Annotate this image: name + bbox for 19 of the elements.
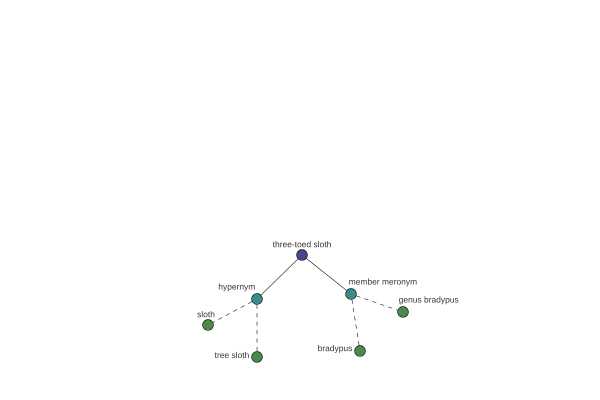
connector-line: [212, 301, 252, 323]
node-label: three-toed sloth: [272, 241, 331, 248]
graph-node: three-toed sloth: [272, 241, 331, 261]
graph-node: tree sloth: [214, 351, 263, 363]
connector-line: [306, 258, 347, 291]
connector-line: [352, 299, 360, 346]
graph-node: genus bradypus: [397, 296, 458, 318]
graph-node: sloth: [197, 311, 214, 331]
connector-line: [260, 258, 298, 296]
node-label: bradypus: [318, 345, 352, 353]
graph-node: hypernym: [218, 283, 263, 305]
node-label: sloth: [197, 311, 214, 318]
node-label: tree sloth: [214, 352, 249, 358]
node-label: member meronym: [349, 278, 417, 286]
graph-node: bradypus: [318, 345, 366, 357]
connector-line: [256, 304, 258, 352]
node-label: genus bradypus: [399, 296, 458, 304]
node-label: hypernym: [218, 283, 255, 292]
connector-line: [356, 296, 398, 310]
